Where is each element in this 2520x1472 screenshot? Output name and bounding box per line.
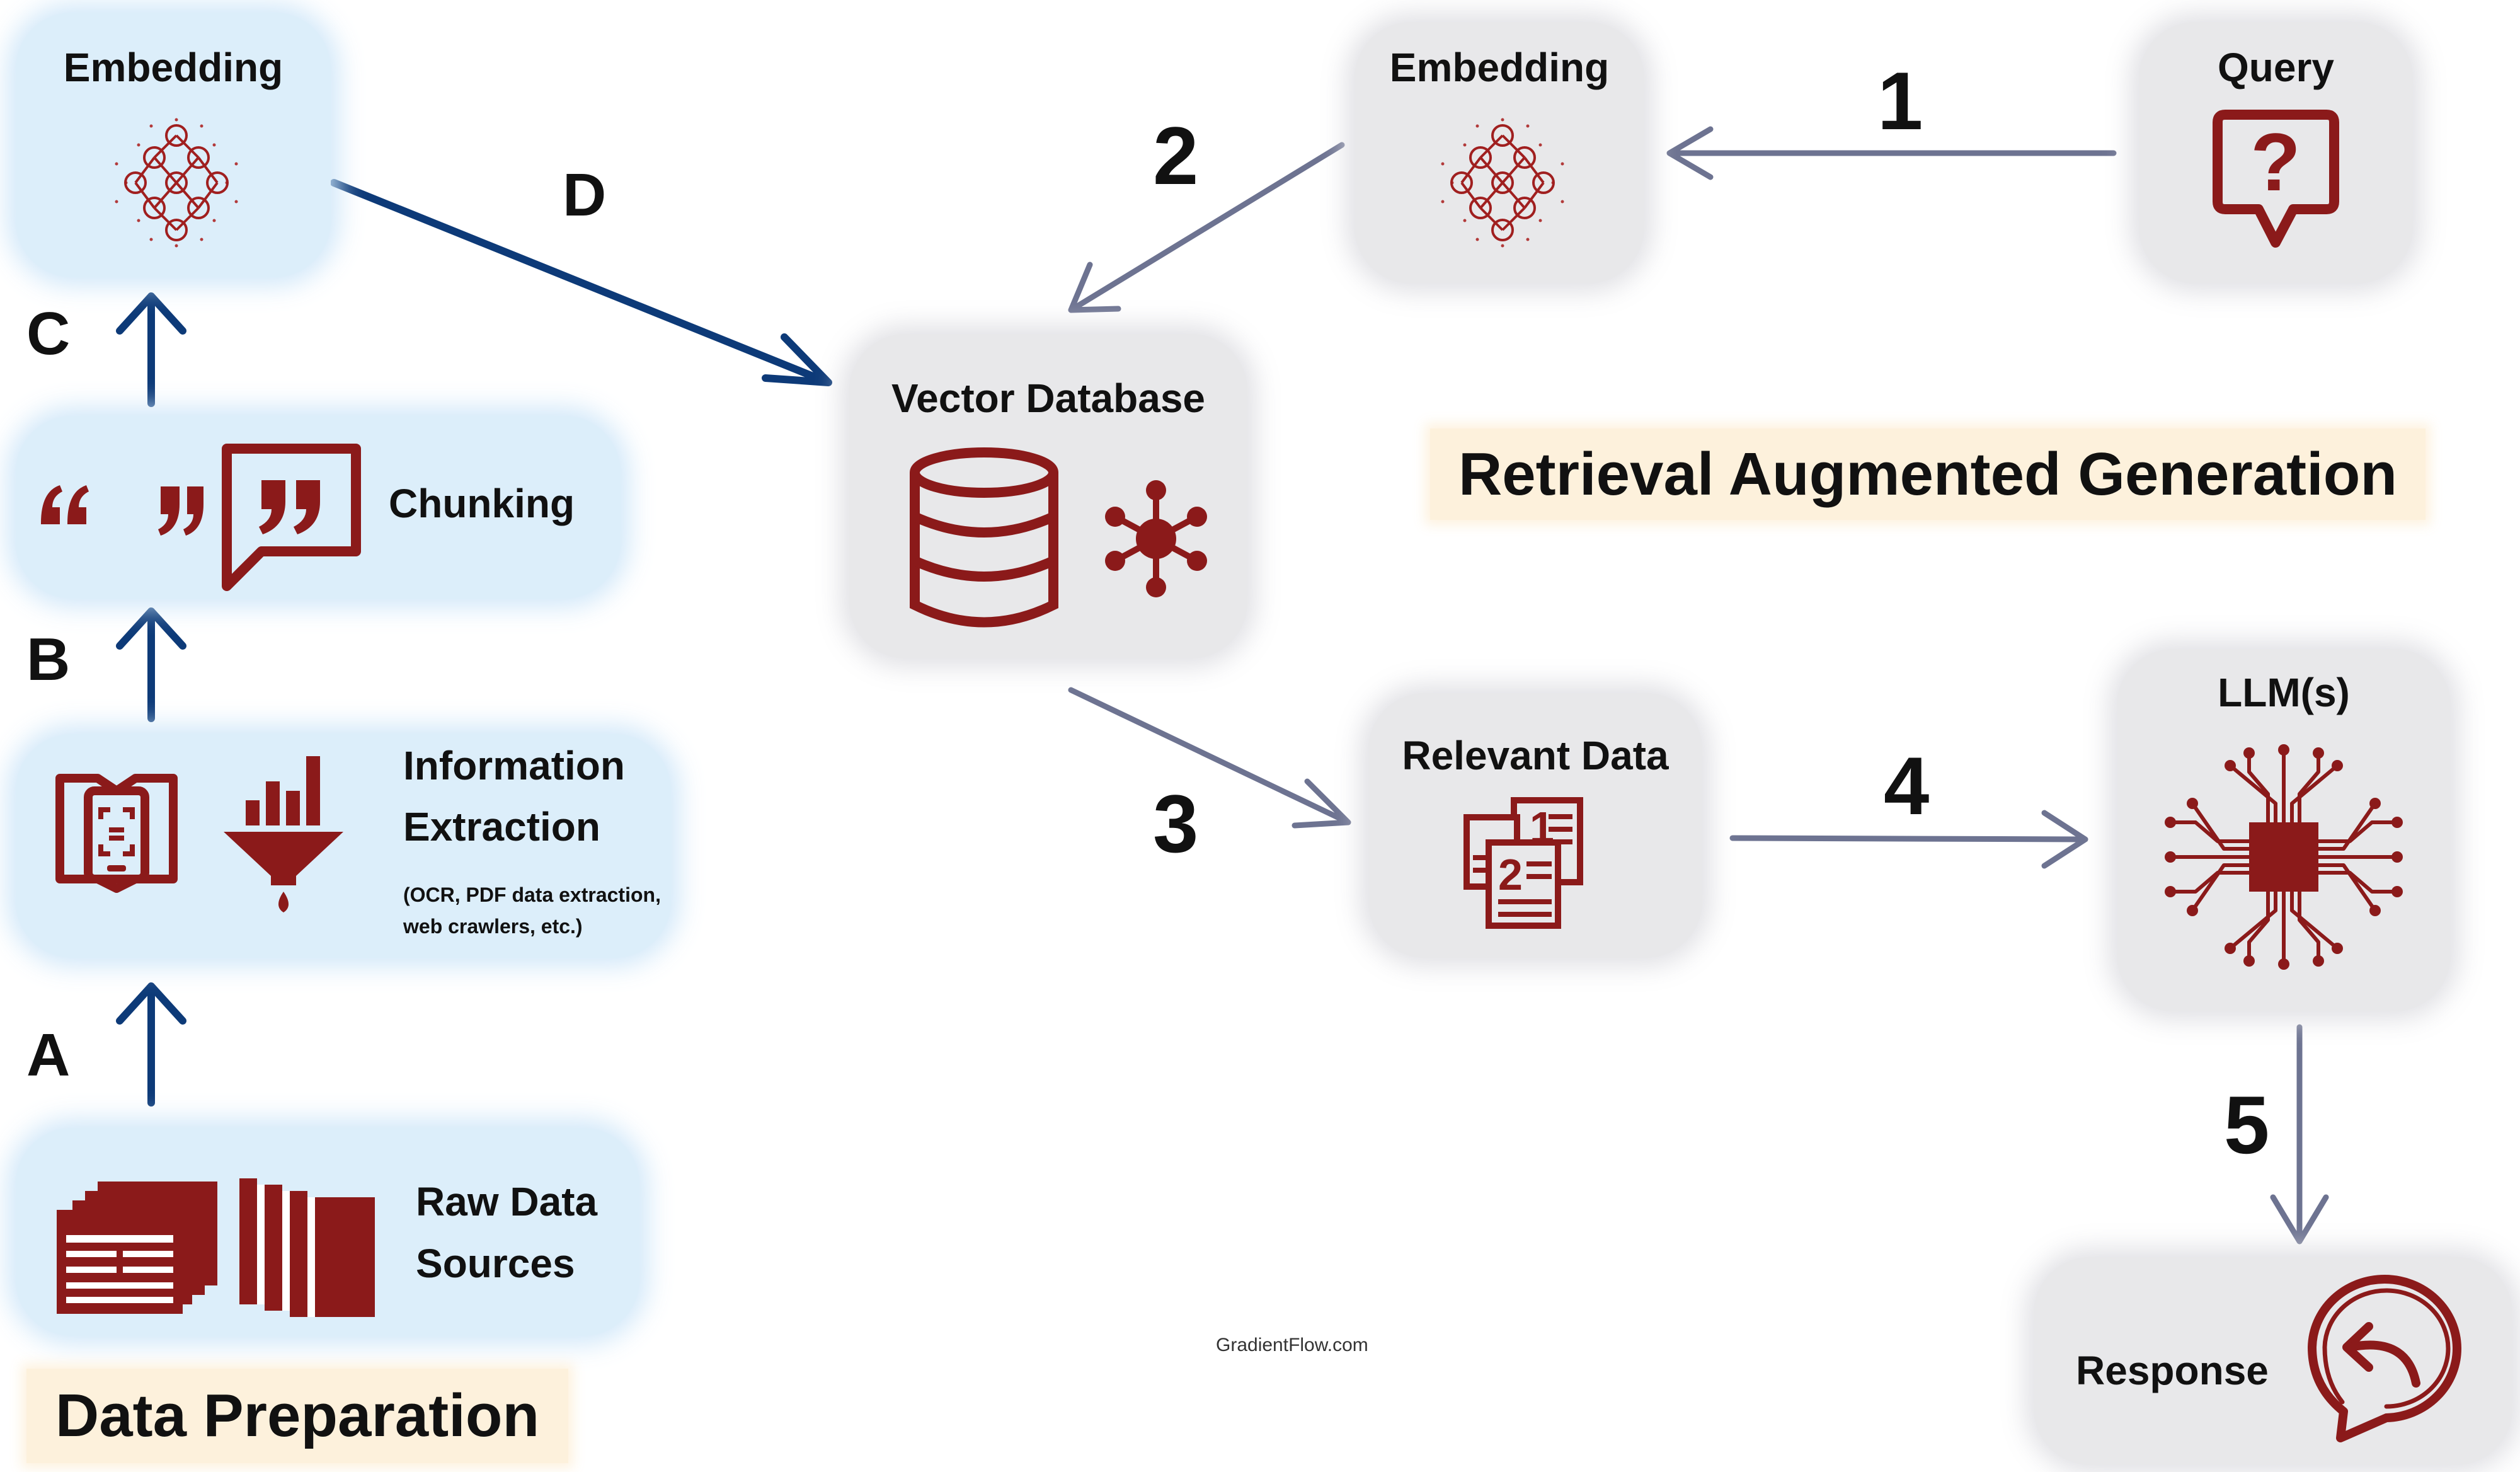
- llm-label: LLM(s): [2218, 670, 2350, 715]
- footer-credit: GradientFlow.com: [1216, 1335, 1368, 1355]
- speech-bubble-quote-icon: [222, 444, 361, 591]
- database-cylinder-icon: [910, 447, 1058, 628]
- information-extraction-note-line1: (OCR, PDF data extraction,: [403, 883, 661, 906]
- funnel-chart-icon: [224, 756, 343, 912]
- embedding-label-left: Embedding: [63, 45, 284, 90]
- step-letter-d: D: [563, 161, 607, 229]
- raw-data-label-line2: Sources: [416, 1241, 575, 1286]
- neural-network-icon: [115, 118, 238, 248]
- neural-network-icon: [1441, 118, 1564, 248]
- chunking-label: Chunking: [389, 481, 575, 526]
- step-number-4: 4: [1884, 740, 1930, 832]
- arrow-3: [1068, 687, 1351, 829]
- reply-bubble-icon: [2308, 1275, 2461, 1442]
- arrow-a: [116, 982, 186, 1107]
- vector-database-label: Vector Database: [891, 376, 1206, 421]
- arrow-d: [330, 179, 832, 386]
- arrow-c: [116, 292, 186, 407]
- arrow-2: [1068, 142, 1345, 313]
- information-extraction-label-line2: Extraction: [403, 804, 600, 849]
- step-letter-b: B: [26, 626, 71, 693]
- step-number-2: 2: [1153, 110, 1199, 202]
- circuit-chip-icon: [2165, 744, 2403, 970]
- svg-text:2: 2: [1498, 850, 1523, 899]
- step-number-5: 5: [2224, 1079, 2270, 1171]
- arrow-5: [2270, 1024, 2329, 1245]
- ranked-documents-icon: 1 2: [1463, 797, 1583, 929]
- documents-stack-icon: [57, 1178, 375, 1317]
- embedding-label-right: Embedding: [1389, 45, 1610, 90]
- arrow-b: [116, 607, 186, 722]
- data-preparation-banner: Data Preparation: [26, 1369, 568, 1463]
- information-extraction-note-line2: web crawlers, etc.): [403, 915, 583, 938]
- step-number-3: 3: [1153, 778, 1199, 870]
- raw-data-label-line1: Raw Data: [416, 1179, 598, 1224]
- scanner-book-icon: [55, 774, 178, 893]
- arrow-1: [1666, 126, 2117, 180]
- arrow-4: [1729, 810, 2088, 869]
- quote-marks-icon: [41, 485, 203, 536]
- rag-banner: Retrieval Augmented Generation: [1430, 428, 2426, 520]
- step-letter-a: A: [26, 1021, 71, 1089]
- step-number-1: 1: [1877, 55, 1923, 147]
- question-bubble-icon: ?: [2213, 110, 2339, 248]
- query-label: Query: [2218, 45, 2334, 90]
- relevant-data-label: Relevant Data: [1402, 733, 1669, 778]
- information-extraction-label-line1: Information: [403, 743, 625, 788]
- response-label: Response: [2076, 1348, 2269, 1393]
- svg-text:?: ?: [2250, 116, 2300, 208]
- hub-network-icon: [1105, 480, 1207, 597]
- step-letter-c: C: [26, 300, 71, 367]
